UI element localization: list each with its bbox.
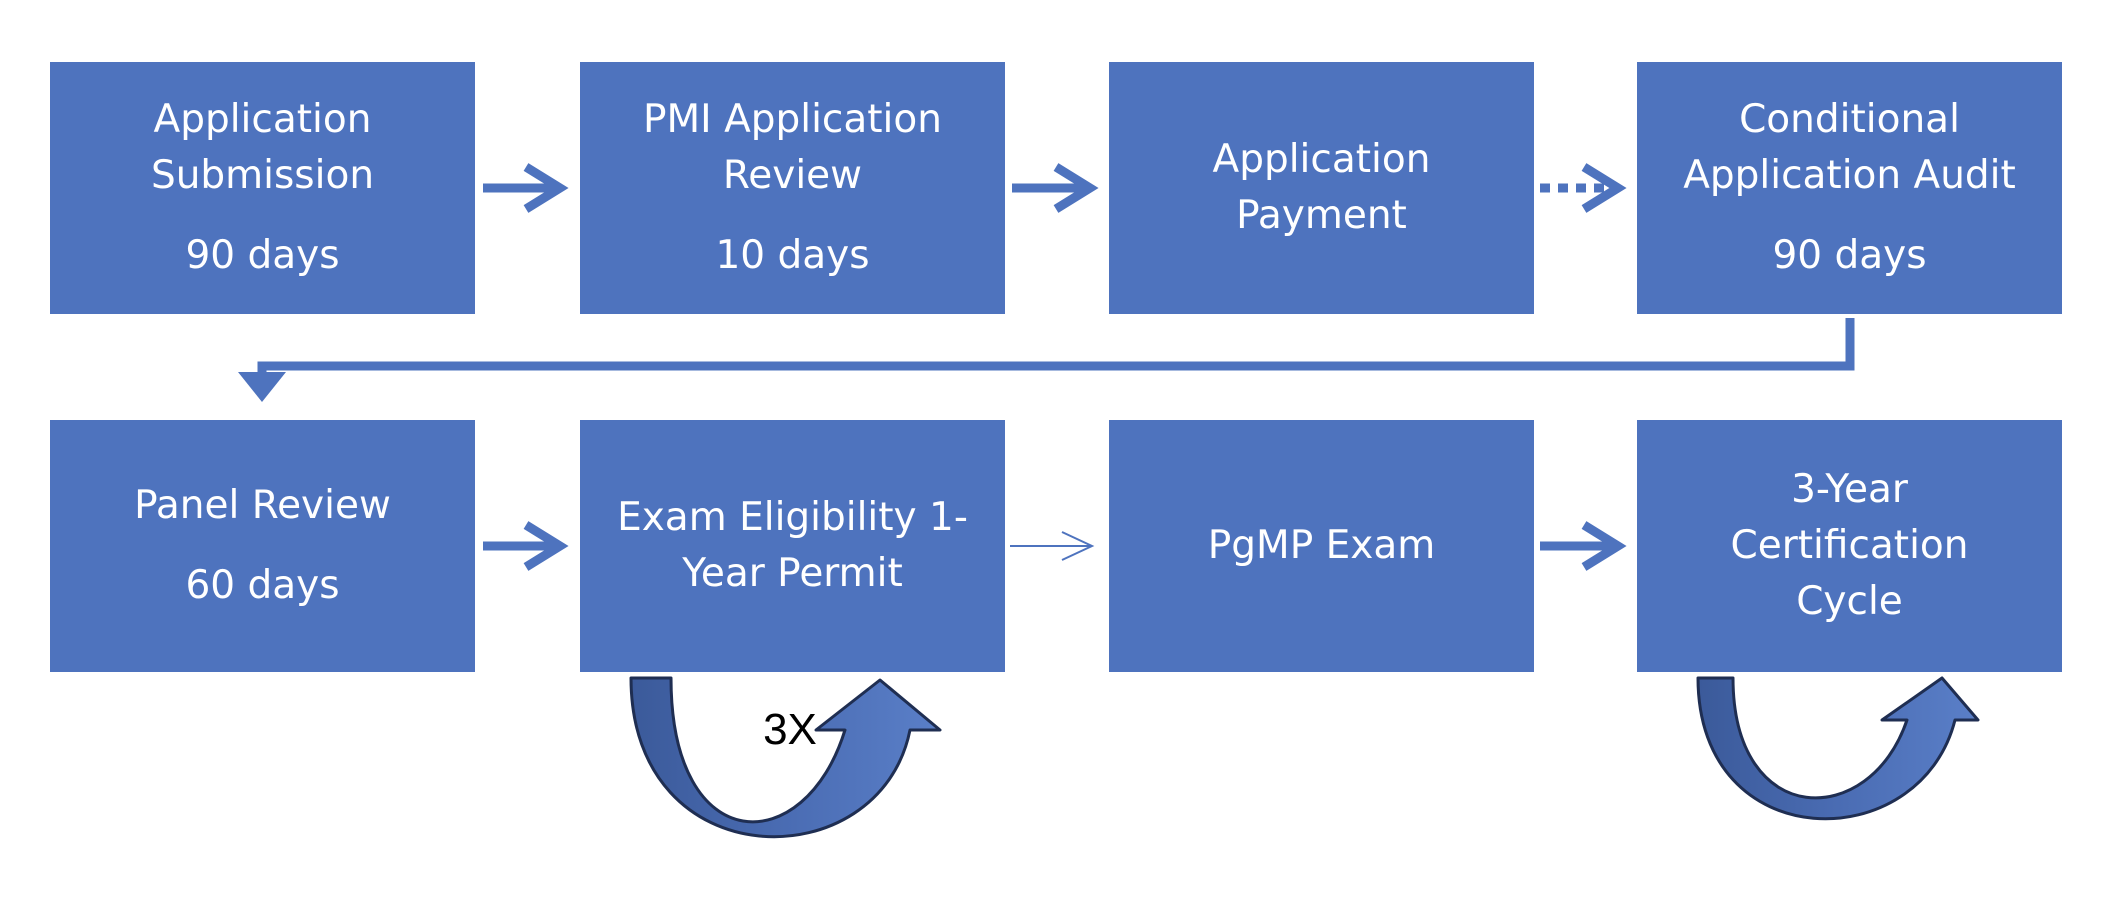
arrow-6-7-thin	[1010, 531, 1095, 561]
arrow-3-4-dotted	[1540, 163, 1627, 213]
step-1-duration: 90 days	[185, 233, 340, 278]
step-6-title: Exam Eligibility 1-Year Permit	[617, 495, 968, 596]
step-4-duration: 90 days	[1772, 233, 1927, 278]
step-5-duration: 60 days	[185, 563, 340, 608]
step-7-title: PgMP Exam	[1207, 523, 1436, 568]
step-7-pgmp-exam: PgMP Exam	[1109, 420, 1534, 672]
arrow-5-6	[483, 521, 569, 571]
loop-count-label: 3X	[763, 705, 817, 754]
loop-arrow-certification-cycle	[1696, 676, 1980, 821]
arrow-1-2	[483, 163, 569, 213]
arrow-4-5-elbow	[257, 318, 1855, 388]
step-2-duration: 10 days	[715, 233, 870, 278]
loop-arrow-exam-eligibility	[629, 676, 942, 839]
step-5-panel-review: Panel Review 60 days	[50, 420, 475, 672]
step-5-title: Panel Review	[134, 483, 391, 528]
arrow-7-8	[1540, 521, 1627, 571]
step-6-exam-eligibility: Exam Eligibility 1-Year Permit	[580, 420, 1005, 672]
arrow-4-5-head	[238, 372, 286, 402]
arrow-2-3	[1012, 163, 1099, 213]
